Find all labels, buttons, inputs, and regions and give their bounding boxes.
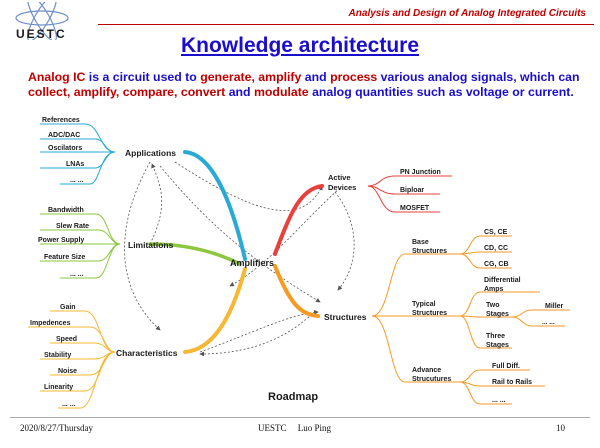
leaf-three-stages-line1: Three bbox=[486, 333, 505, 340]
intro-text-4: and bbox=[225, 85, 254, 99]
leaf-differential-line2: Amps bbox=[484, 286, 504, 293]
leaf-bandwidth: Bandwidth bbox=[48, 207, 84, 214]
leaf-cd-cc: CD, CC bbox=[484, 245, 508, 252]
leaf-three-stages-line2: Stages bbox=[486, 342, 509, 349]
leaf-pn-junction: PN Junction bbox=[400, 169, 441, 176]
branch-limitations bbox=[148, 242, 242, 266]
intro-text-1: is a circuit used to bbox=[85, 70, 201, 84]
center-label-amplifiers: Amplifiers bbox=[230, 258, 274, 268]
branch-label-characteristics: Characteristics bbox=[116, 348, 178, 358]
leaf-miller: Miller bbox=[545, 303, 564, 310]
link-applications-devices bbox=[174, 161, 323, 211]
intro-term: Analog IC bbox=[28, 70, 86, 84]
link-limitations-applications bbox=[149, 163, 163, 245]
leaf-feature-size: Feature Size bbox=[44, 254, 85, 261]
branch-active-devices bbox=[273, 184, 324, 256]
leaf-two-stages-line2: Stages bbox=[486, 311, 509, 318]
intro-verbs-2: process bbox=[330, 70, 378, 84]
intro-verbs-3: collect, amplify, compare, convert bbox=[28, 85, 226, 99]
branch-label-active-line1: Active bbox=[328, 173, 351, 182]
footer-rule bbox=[10, 417, 590, 418]
leaf-rail-to-rails: Rail to Rails bbox=[492, 379, 532, 386]
leaf-two-stages-line1: Two bbox=[486, 302, 499, 309]
mindmap-diagram: Amplifiers Applications Limitations Char… bbox=[28, 117, 570, 409]
intro-paragraph: Analog IC is a circuit used to generate,… bbox=[28, 70, 580, 100]
link-devices-amplifiers bbox=[229, 187, 341, 287]
leaf-power-supply: Power Supply bbox=[38, 237, 84, 244]
branch-applications bbox=[183, 150, 247, 261]
link-characteristics-structures bbox=[199, 309, 319, 353]
label-typical-line1: Typical bbox=[412, 301, 436, 308]
header-rule bbox=[98, 24, 594, 25]
branch-label-limitations: Limitations bbox=[128, 240, 174, 250]
leaf-noise: Noise bbox=[58, 368, 77, 375]
slide-title: Knowledge architecture bbox=[180, 34, 420, 57]
limitations-leaf-lines bbox=[40, 213, 121, 279]
characteristics-leaf-lines bbox=[28, 310, 116, 409]
footer-author: UESTC Luo Ping bbox=[258, 423, 332, 433]
leaf-speed: Speed bbox=[56, 336, 77, 343]
page-number: 10 bbox=[556, 423, 565, 433]
label-base-line1: Base bbox=[412, 239, 429, 246]
leaf-gain: Gain bbox=[60, 304, 76, 311]
footer-date: 2020/8/27/Thursday bbox=[20, 423, 93, 433]
applications-leaf-lines bbox=[40, 123, 116, 185]
link-applications-characteristics bbox=[124, 161, 161, 331]
intro-verbs-1: generate, amplify bbox=[200, 70, 302, 84]
intro-text-5: analog quantities such as voltage or cur… bbox=[308, 85, 574, 99]
leaf-adc-dac: ADC/DAC bbox=[48, 132, 80, 139]
leaf-cg-cb: CG, CB bbox=[484, 261, 509, 268]
uestc-logo-icon: UESTC bbox=[15, 2, 69, 40]
label-advance-line1: Advance bbox=[412, 367, 441, 374]
link-devices-structures bbox=[334, 191, 355, 291]
leaf-lnas: LNAs bbox=[66, 161, 84, 168]
intro-text-3: various analog signals, which can bbox=[377, 70, 580, 84]
course-title: Analysis and Design of Analog Integrated… bbox=[348, 8, 586, 19]
branch-label-active-line2: Devices bbox=[328, 183, 356, 192]
leaf-references: References bbox=[42, 117, 80, 124]
leaf-advance-more: ... ... bbox=[492, 397, 506, 404]
label-typical-line2: Structures bbox=[412, 310, 447, 317]
roadmap-label: Roadmap bbox=[268, 391, 318, 403]
structures-leaf-lines bbox=[371, 235, 570, 405]
leaf-limitations-more: ... ... bbox=[70, 271, 84, 278]
leaf-cs-ce: CS, CE bbox=[484, 229, 508, 236]
branch-characteristics bbox=[183, 267, 247, 354]
label-advance-line2: Strucutures bbox=[412, 376, 451, 383]
leaf-slew-rate: Slew Rate bbox=[56, 223, 89, 230]
leaf-differential-line1: Differential bbox=[484, 277, 521, 284]
leaf-applications-more: ... ... bbox=[70, 177, 84, 184]
leaf-mosfet: MOSFET bbox=[400, 205, 430, 212]
leaf-oscilators: Oscilators bbox=[48, 145, 82, 152]
devices-leaf-lines bbox=[367, 175, 452, 213]
branch-label-structures: Structures bbox=[324, 312, 367, 322]
leaf-impedences: Impedences bbox=[30, 320, 71, 327]
branch-structures bbox=[273, 264, 320, 318]
logo-text: UESTC bbox=[16, 27, 67, 40]
main-branches bbox=[148, 150, 324, 354]
intro-verbs-4: modulate bbox=[253, 85, 309, 99]
label-base-line2: Structures bbox=[412, 248, 447, 255]
roadmap-links bbox=[124, 161, 355, 357]
leaf-linearity: Linearity bbox=[44, 384, 73, 391]
leaf-full-diff: Full Diff. bbox=[492, 363, 520, 370]
leaf-stability: Stability bbox=[44, 352, 71, 359]
branch-label-applications: Applications bbox=[125, 148, 176, 158]
intro-text-2: and bbox=[301, 70, 331, 84]
link-structures-characteristics bbox=[199, 313, 313, 357]
leaf-characteristics-more: ... ... bbox=[62, 401, 76, 408]
leaf-biploar: Biploar bbox=[400, 187, 424, 194]
leaf-two-stages-more: ... ... bbox=[542, 319, 555, 326]
